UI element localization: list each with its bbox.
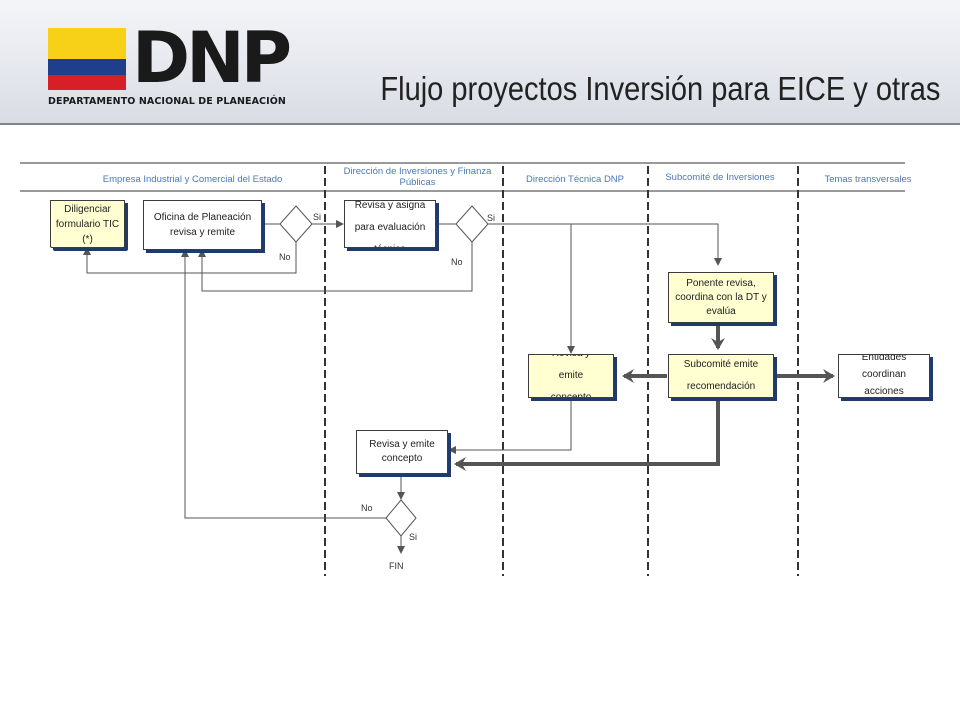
d1-si-label: Si	[313, 212, 322, 222]
colombia-flag-icon	[48, 28, 126, 90]
entidades-coordinan-box: Entidades coordinan acciones	[838, 354, 930, 398]
lane-transversales: Temas transversales	[824, 174, 912, 185]
revisa-asigna-box: Revisa y asigna para evaluación técnica	[344, 200, 436, 248]
d1-no-label: No	[279, 252, 291, 262]
d2-no-label: No	[451, 257, 463, 267]
ponente-box: Ponente revisa, coordina con la DT y eva…	[668, 272, 774, 323]
lane-dif: Dirección de Inversiones y Finanza Públi…	[343, 166, 492, 188]
d2-si-label: Si	[487, 213, 496, 223]
connector-d3-no	[181, 249, 386, 519]
d3-no-label: No	[361, 503, 373, 513]
lane-subcomite: Subcomité de Inversiones	[665, 172, 775, 183]
connector-d2-no	[198, 242, 473, 292]
revisa-emite-dt-box: Revisa y emite concepto	[528, 354, 614, 398]
page-title: Flujo proyectos Inversión para EICE y ot…	[379, 70, 940, 107]
diagram-connectors	[20, 162, 905, 576]
dnp-logo: DNP DEPARTAMENTO NACIONAL DE PLANEACIÓN	[48, 18, 298, 114]
connector-d1-no	[83, 242, 297, 274]
revisa-emite-final-box: Revisa y emite concepto	[356, 430, 448, 474]
connector-d2-ponente	[488, 223, 722, 266]
lane-dt: Dirección Técnica DNP	[525, 174, 625, 185]
fin-label: FIN	[389, 561, 404, 571]
d3-si-label: Si	[409, 532, 418, 542]
header-banner: DNP DEPARTAMENTO NACIONAL DE PLANEACIÓN …	[0, 0, 960, 125]
flow-diagram: Empresa Industrial y Comercial del Estad…	[0, 126, 960, 720]
logo-text: DNP	[132, 17, 292, 99]
connector-revisa-dt-final	[448, 398, 572, 454]
thick-subcomite-final	[454, 398, 720, 471]
diligenciar-formulario-box: Diligenciar formulario TIC (*)	[50, 200, 125, 248]
org-name: DEPARTAMENTO NACIONAL DE PLANEACIÓN	[48, 96, 286, 107]
decision-diamond-2	[455, 205, 489, 243]
decision-diamond-3	[385, 499, 417, 537]
decision-diamond-1	[279, 205, 313, 243]
lane-eice: Empresa Industrial y Comercial del Estad…	[102, 174, 283, 185]
subcomite-emite-box: Subcomité emite recomendación	[668, 354, 774, 398]
oficina-planeacion-box: Oficina de Planeación revisa y remite	[143, 200, 262, 250]
